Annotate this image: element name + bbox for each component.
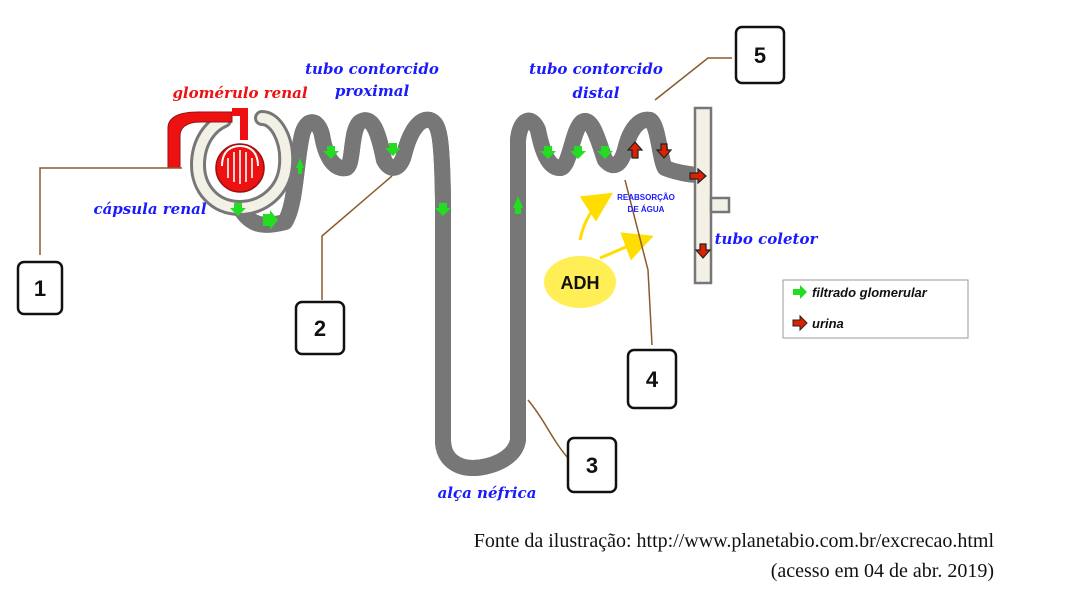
adh-label: ADH xyxy=(561,273,600,293)
label-distal-line2: distal xyxy=(573,84,620,102)
label-coletor: tubo coletor xyxy=(715,230,819,248)
tubo-coletor xyxy=(693,106,731,285)
label-capsula: cápsula renal xyxy=(93,200,206,218)
number-box-2: 2 xyxy=(294,300,346,356)
legend-filtrado-label: filtrado glomerular xyxy=(812,285,928,300)
number-box-5: 5 xyxy=(734,25,786,85)
label-reabsorcao-line2: DE ÁGUA xyxy=(628,205,665,214)
svg-text:2: 2 xyxy=(314,316,326,341)
svg-text:4: 4 xyxy=(646,367,659,392)
label-glomerulo: glomérulo renal xyxy=(172,84,307,102)
adh-hormone: ADH xyxy=(544,256,616,308)
legend-urina-icon xyxy=(792,314,808,332)
number-box-4: 4 xyxy=(626,348,678,410)
adh-arrows xyxy=(578,192,654,261)
legend-filtrado-icon xyxy=(793,285,807,299)
caption-source: Fonte da ilustração: http://www.planetab… xyxy=(473,530,994,552)
legend-urina-label: urina xyxy=(812,316,844,331)
leader-lines xyxy=(39,57,732,459)
svg-text:5: 5 xyxy=(754,43,766,68)
urine-arrows xyxy=(626,141,712,259)
nephron-tube xyxy=(232,120,708,476)
caption-access-date: (acesso em 04 de abr. 2019) xyxy=(770,560,994,582)
legend: filtrado glomerular urina xyxy=(782,279,969,339)
label-alca: alça néfrica xyxy=(438,484,537,502)
label-proximal-line2: proximal xyxy=(335,82,410,100)
svg-text:3: 3 xyxy=(586,453,598,478)
label-proximal-line1: tubo contorcido xyxy=(305,60,439,78)
number-box-3: 3 xyxy=(566,436,618,494)
filtrate-arrows xyxy=(230,143,613,230)
svg-text:1: 1 xyxy=(34,276,46,301)
label-reabsorcao-line1: REABSORÇÃO xyxy=(617,193,675,202)
number-box-1: 1 xyxy=(16,260,64,316)
glomerulo-renal xyxy=(167,108,265,193)
label-distal-line1: tubo contorcido xyxy=(529,60,663,78)
